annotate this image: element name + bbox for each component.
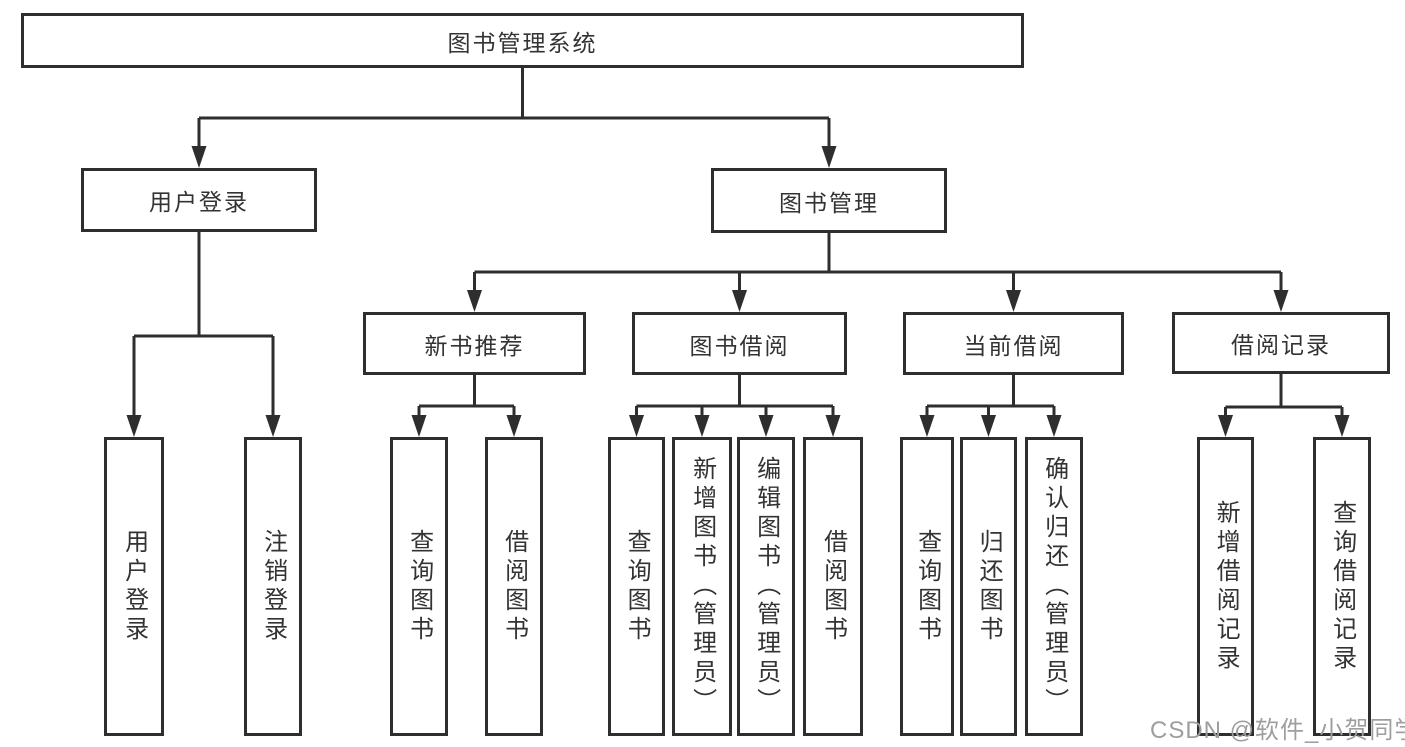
connector-record-to-leaves (1218, 374, 1350, 437)
leaf-label: 确认归还（管理员） (1040, 456, 1068, 717)
connector-user-login-to-leaves (126, 232, 281, 437)
leaf-add-books-admin: 新增图书（管理员） (672, 437, 732, 736)
node-label: 图书管理 (779, 189, 879, 216)
leaf-query-borrow-record: 查询借阅记录 (1313, 437, 1371, 736)
leaf-confirm-return-admin: 确认归还（管理员） (1025, 437, 1083, 736)
leaf-logout: 注销登录 (244, 437, 302, 736)
node-label: 借阅记录 (1231, 332, 1331, 358)
connector-borrow-to-leaves (629, 375, 841, 437)
leaf-label: 查询图书 (913, 528, 941, 645)
leaf-borrow-books-recommend: 借阅图书 (485, 437, 543, 736)
leaf-label: 归还图书 (975, 528, 1003, 645)
leaf-query-books-borrowing: 查询图书 (608, 437, 665, 736)
node-label: 图书借阅 (689, 332, 790, 359)
node-label: 图书管理系统 (447, 29, 598, 56)
connector-current-to-leaves (919, 375, 1062, 437)
watermark: CSDN @软件_小贺同学 (1150, 717, 1405, 744)
node-user-login: 用户登录 (81, 168, 317, 232)
leaf-return-books: 归还图书 (960, 437, 1017, 736)
leaf-label: 借阅图书 (500, 528, 528, 645)
node-current-borrowing: 当前借阅 (903, 312, 1124, 375)
leaf-label: 编辑图书（管理员） (752, 456, 780, 717)
leaf-user-login: 用户登录 (104, 437, 164, 736)
leaf-label: 用户登录 (120, 528, 148, 645)
node-root-system: 图书管理系统 (21, 13, 1024, 68)
node-book-management: 图书管理 (711, 168, 947, 233)
leaf-label: 注销登录 (259, 528, 287, 645)
node-new-book-recommend: 新书推荐 (363, 312, 586, 375)
connector-root-to-branches (191, 68, 837, 168)
leaf-add-borrow-record: 新增借阅记录 (1197, 437, 1254, 736)
leaf-label: 查询图书 (623, 528, 651, 645)
leaf-label: 新增图书（管理员） (688, 456, 716, 717)
leaf-query-books-recommend: 查询图书 (390, 437, 448, 736)
leaf-label: 查询借阅记录 (1328, 499, 1356, 674)
node-label: 新书推荐 (424, 332, 525, 359)
connector-new-rec-to-leaves (411, 375, 522, 437)
node-label: 当前借阅 (963, 332, 1064, 359)
leaf-label: 借阅图书 (819, 528, 847, 645)
leaf-query-books-current: 查询图书 (900, 437, 954, 736)
leaf-label: 查询图书 (405, 528, 433, 645)
node-label: 用户登录 (149, 189, 249, 215)
leaf-edit-books-admin: 编辑图书（管理员） (737, 437, 795, 736)
node-book-borrowing: 图书借阅 (632, 312, 847, 375)
leaf-label: 新增借阅记录 (1212, 499, 1240, 674)
node-borrowing-records: 借阅记录 (1172, 312, 1390, 374)
leaf-borrow-books: 借阅图书 (803, 437, 863, 736)
connector-book-mgmt-to-sections (467, 233, 1289, 312)
